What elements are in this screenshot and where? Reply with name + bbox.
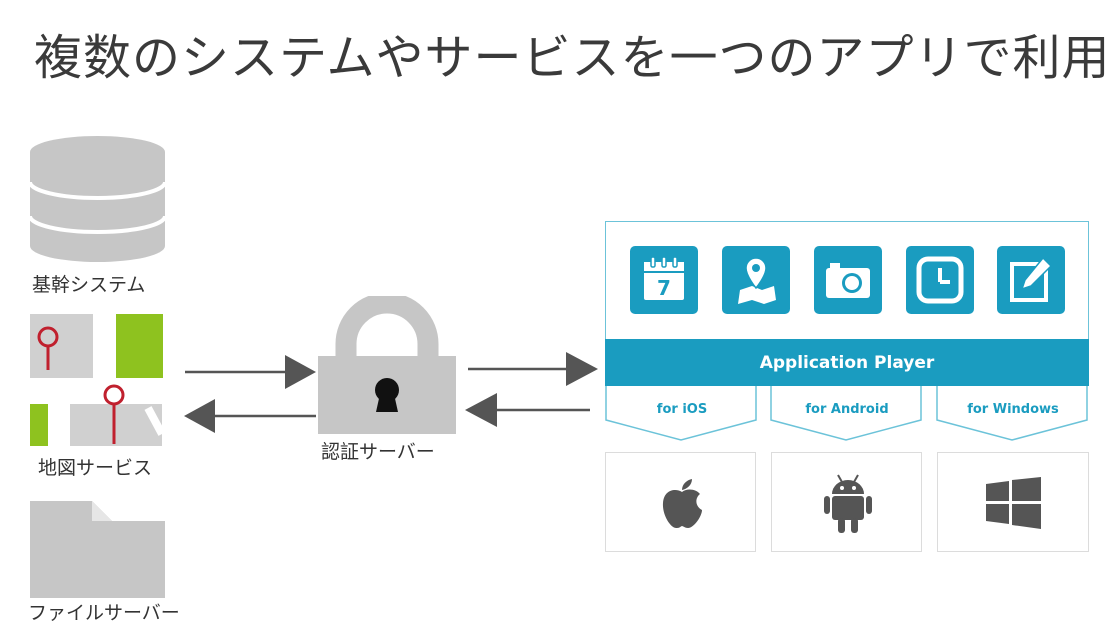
clock-app-icon[interactable] [906, 246, 974, 314]
left-arrows [184, 355, 316, 433]
right-arrows [465, 352, 598, 427]
android-icon [824, 474, 872, 533]
windows-icon [986, 477, 1041, 529]
platform-label-windows: for Windows [967, 402, 1059, 417]
android-box [771, 452, 922, 552]
page-title: 複数のシステムやサービスを一つのアプリで利用 [34, 30, 1110, 86]
core-system-label: 基幹システム [32, 274, 146, 296]
camera-app-icon[interactable] [814, 246, 882, 314]
padlock-icon [318, 296, 456, 434]
map-app-icon[interactable] [722, 246, 790, 314]
auth-server-label: 認証サーバー [321, 441, 435, 463]
apple-icon [662, 479, 702, 529]
platform-label-ios: for iOS [656, 402, 708, 417]
platform-chevrons [605, 386, 1088, 441]
file-server-label: ファイルサーバー [28, 602, 180, 624]
note-edit-app-icon[interactable] [997, 246, 1065, 314]
map-icon [30, 314, 165, 446]
application-player-bar: Application Player [605, 339, 1089, 386]
database-icon [30, 136, 165, 262]
ios-box [605, 452, 756, 552]
platform-label-android: for Android [805, 402, 889, 417]
windows-box [937, 452, 1089, 552]
app-icons-panel: 7 [605, 221, 1089, 339]
folder-icon [30, 501, 165, 598]
map-service-label: 地図サービス [38, 457, 153, 479]
calendar-app-icon[interactable]: 7 [630, 246, 698, 314]
calendar-day: 7 [657, 276, 671, 300]
